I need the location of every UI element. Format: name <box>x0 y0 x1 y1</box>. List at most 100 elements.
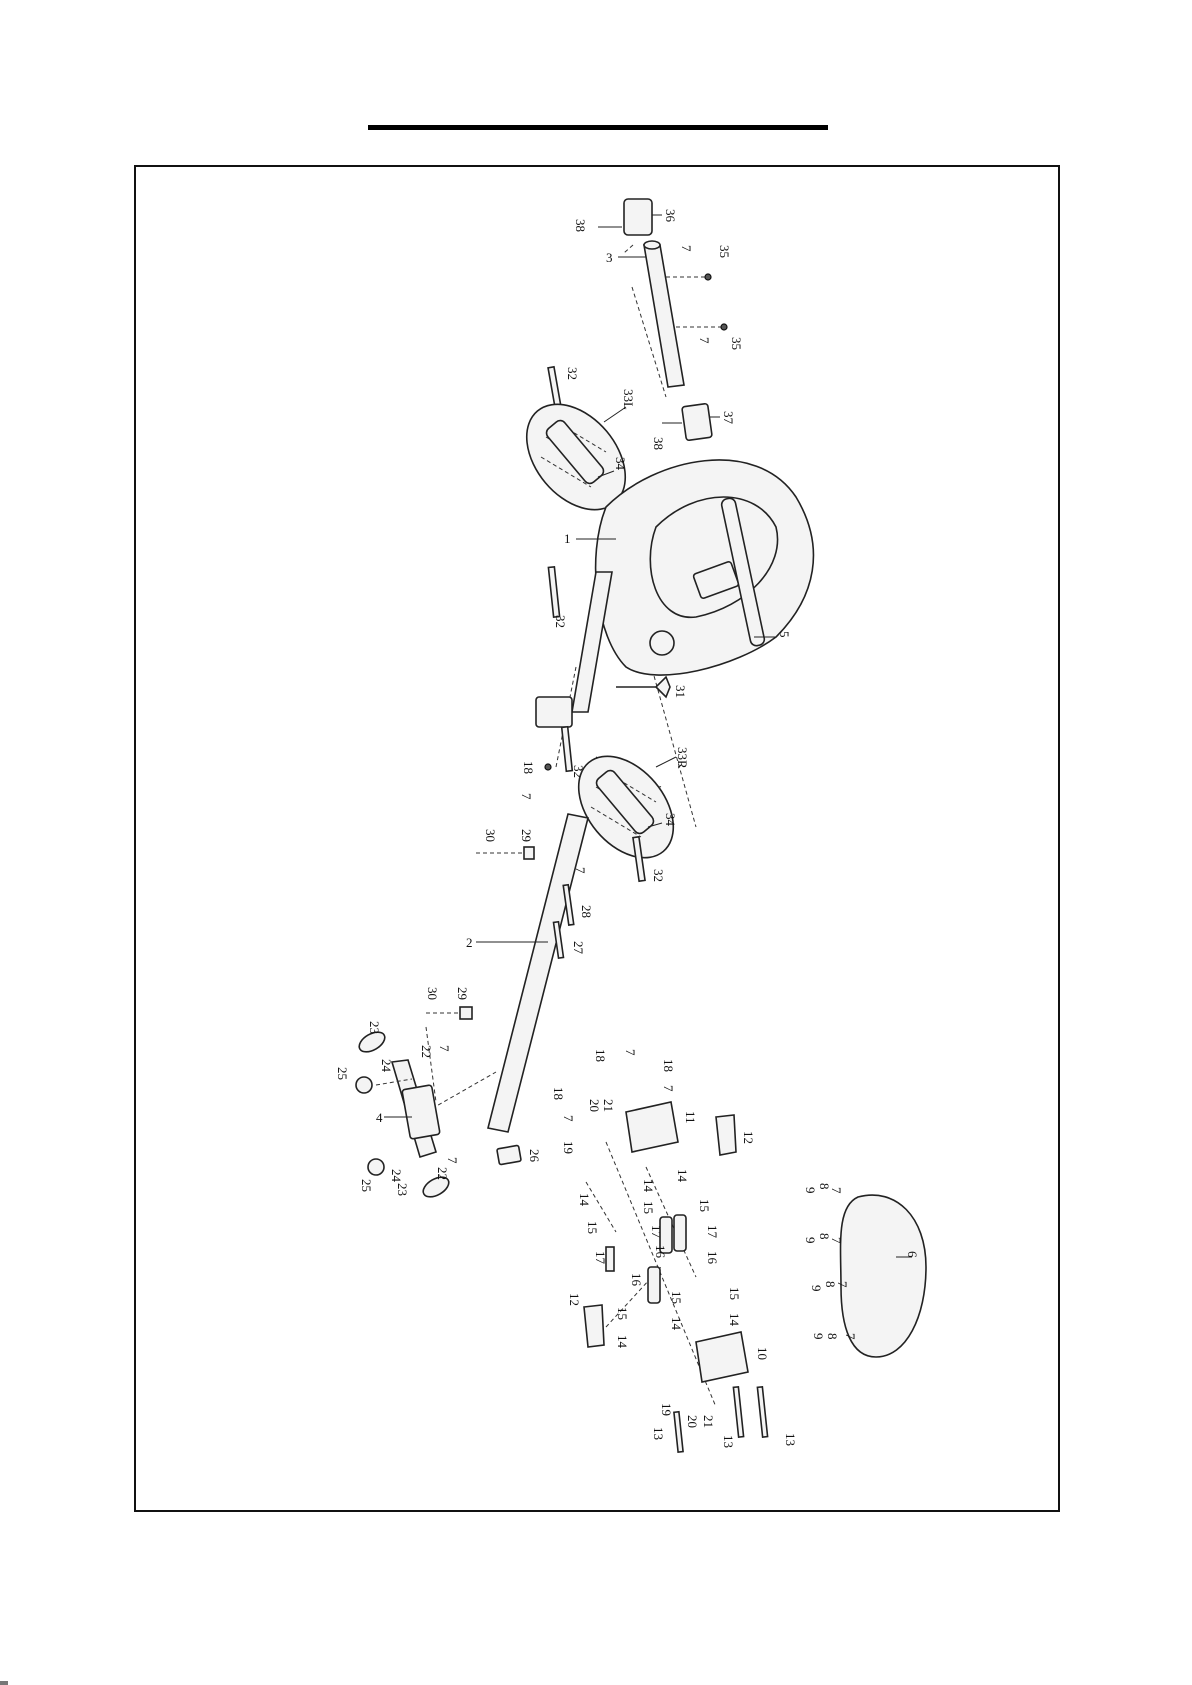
label-28: 28 <box>579 905 594 918</box>
label-14d: 14 <box>669 1317 684 1331</box>
label-25b: 25 <box>359 1179 374 1192</box>
label-37: 37 <box>721 411 736 425</box>
label-30a: 30 <box>483 829 498 842</box>
label-7i: 7 <box>561 1115 576 1122</box>
label-33L: 33L <box>621 389 636 410</box>
part-12-cover-b <box>584 1305 604 1347</box>
part-37-end-cap <box>682 403 712 440</box>
front-rail-end <box>536 697 572 727</box>
label-32d: 32 <box>651 869 666 882</box>
exploded-view-diagram: 36 38 3 7 35 7 35 37 38 32 33L 34 1 5 3 <box>136 167 1062 1514</box>
label-7l: 7 <box>835 1281 850 1288</box>
label-14b: 14 <box>641 1179 656 1193</box>
label-22b: 22 <box>435 1167 450 1180</box>
label-17a: 17 <box>593 1251 608 1265</box>
part-25-foot-b <box>368 1159 384 1175</box>
label-5: 5 <box>777 631 792 638</box>
label-11: 11 <box>683 1111 698 1124</box>
label-17c: 17 <box>705 1225 720 1239</box>
part-1-main-housing <box>596 460 814 675</box>
label-38a: 38 <box>573 219 588 232</box>
part-2-main-beam <box>488 814 588 1132</box>
label-35b: 35 <box>729 337 744 350</box>
part-26-end-plug <box>497 1145 521 1165</box>
label-18c: 18 <box>661 1059 676 1072</box>
title-underline <box>368 125 828 130</box>
label-20a: 20 <box>587 1099 602 1112</box>
part-29-pad-b <box>460 1007 472 1019</box>
part-12-cover-a <box>716 1115 736 1155</box>
label-4: 4 <box>376 1110 383 1125</box>
label-16b: 16 <box>705 1251 720 1265</box>
label-19b: 19 <box>659 1403 674 1416</box>
label-24a: 24 <box>379 1059 394 1073</box>
part-25-foot-a <box>356 1077 372 1093</box>
part-4-rear-stabilizer <box>392 1060 440 1157</box>
part-11-seat-bracket <box>626 1102 678 1152</box>
diagram-frame: 36 38 3 7 35 7 35 37 38 32 33L 34 1 5 3 <box>134 165 1060 1512</box>
label-8d: 8 <box>825 1333 840 1340</box>
label-3: 3 <box>606 250 613 265</box>
label-21a: 21 <box>601 1099 616 1112</box>
label-1: 1 <box>564 531 571 546</box>
page-corner-mark <box>0 1681 8 1685</box>
label-7g: 7 <box>623 1049 638 1056</box>
part-13-bolt-b <box>733 1387 743 1437</box>
label-29a: 29 <box>519 829 534 842</box>
label-12a: 12 <box>741 1131 756 1144</box>
label-12b: 12 <box>567 1293 582 1306</box>
label-7b: 7 <box>697 337 712 344</box>
label-18a: 18 <box>521 761 536 774</box>
label-14a: 14 <box>577 1193 592 1207</box>
label-13a: 13 <box>651 1427 666 1440</box>
label-7d: 7 <box>573 867 588 874</box>
part-13-bolt-a <box>674 1412 683 1452</box>
label-15b: 15 <box>641 1201 656 1214</box>
label-23a: 23 <box>367 1021 382 1034</box>
part-36-end-cap <box>624 199 652 235</box>
label-9d: 9 <box>811 1333 826 1340</box>
label-15e: 15 <box>727 1287 742 1300</box>
label-7c: 7 <box>519 793 534 800</box>
label-14e: 14 <box>727 1313 742 1327</box>
label-18d: 18 <box>551 1087 566 1100</box>
label-38b: 38 <box>651 437 666 450</box>
label-9a: 9 <box>803 1187 818 1194</box>
part-32-bolt-b <box>548 567 559 617</box>
label-13b: 13 <box>721 1435 736 1448</box>
label-29b: 29 <box>455 987 470 1000</box>
label-34b: 34 <box>663 813 678 827</box>
label-15a: 15 <box>585 1221 600 1234</box>
label-18b: 18 <box>593 1049 608 1062</box>
part-3-handlebar <box>644 245 684 387</box>
label-36: 36 <box>663 209 678 223</box>
label-7f: 7 <box>445 1157 460 1164</box>
label-24b: 24 <box>389 1169 404 1183</box>
part-13-bolt-c <box>757 1387 767 1437</box>
label-34a: 34 <box>613 457 628 471</box>
label-16a: 16 <box>653 1245 668 1259</box>
label-7j: 7 <box>829 1187 844 1194</box>
label-2: 2 <box>466 935 473 950</box>
label-9b: 9 <box>803 1237 818 1244</box>
label-27: 27 <box>571 941 586 955</box>
tension-knob <box>650 631 674 655</box>
label-13c: 13 <box>783 1433 798 1446</box>
label-7m: 7 <box>843 1333 858 1340</box>
label-15f: 15 <box>615 1307 630 1320</box>
label-22a: 22 <box>419 1045 434 1058</box>
label-23b: 23 <box>395 1183 410 1196</box>
part-32-bolt-c <box>562 727 573 771</box>
label-21b: 21 <box>701 1415 716 1428</box>
label-25a: 25 <box>335 1067 350 1080</box>
part-10-seat-bracket <box>696 1332 748 1382</box>
label-14f: 14 <box>615 1335 630 1349</box>
label-10: 10 <box>755 1347 770 1360</box>
label-9c: 9 <box>809 1285 824 1292</box>
label-32a: 32 <box>565 367 580 380</box>
label-6: 6 <box>905 1251 920 1258</box>
part-31-knob <box>616 677 670 697</box>
part-16-roller-c <box>648 1267 660 1303</box>
label-15d: 15 <box>669 1291 684 1304</box>
label-19a: 19 <box>561 1141 576 1154</box>
